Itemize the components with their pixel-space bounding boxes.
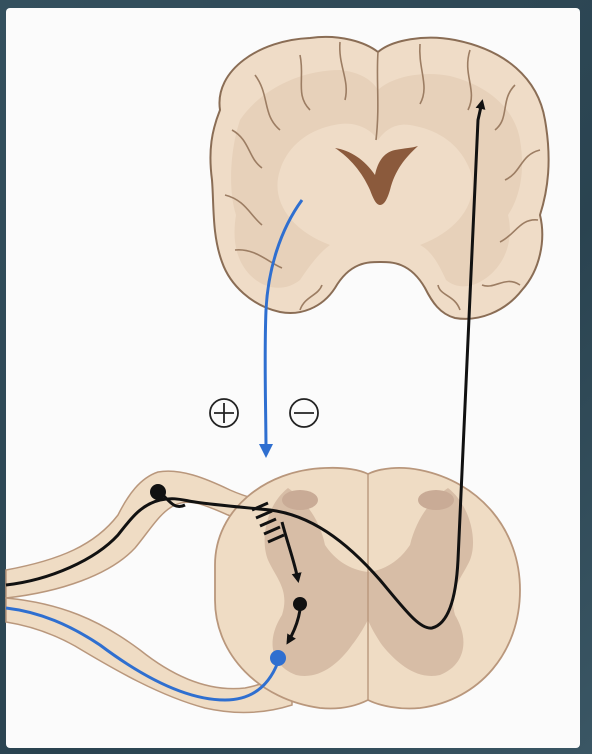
ganglion-cell-body: [150, 484, 166, 500]
interneuron-cell-body: [293, 597, 307, 611]
brain-coronal-section: [210, 37, 548, 319]
dorsal-horn-right: [418, 490, 454, 510]
inhibitory-symbol: [290, 399, 318, 427]
dorsal-horn-left: [282, 490, 318, 510]
motor-neuron-cell-body: [270, 650, 286, 666]
excitatory-symbol: [210, 399, 238, 427]
